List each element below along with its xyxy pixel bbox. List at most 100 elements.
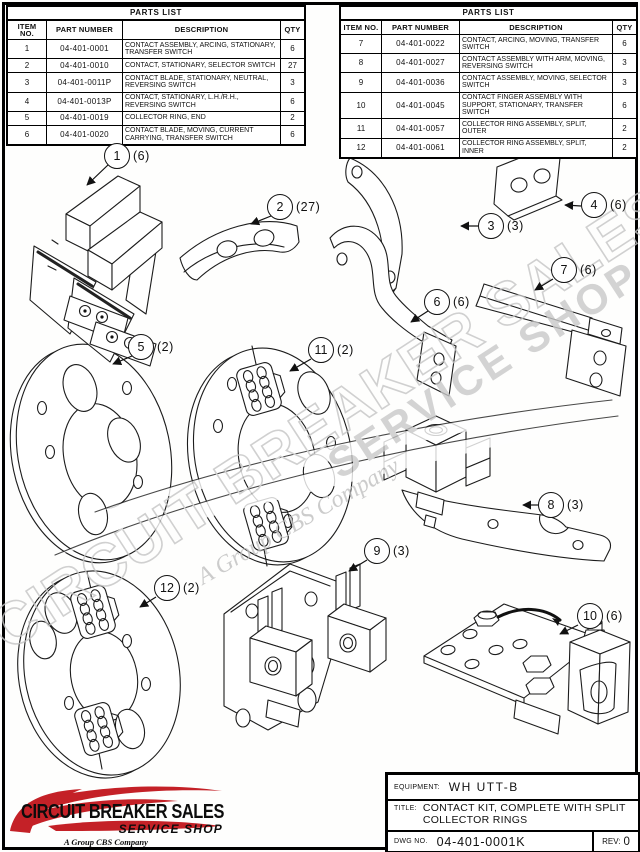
callout-11: 11 (2) <box>308 337 354 363</box>
cell-item-no: 3 <box>24 77 30 87</box>
col-header-qty: QTY <box>612 21 636 34</box>
cell-part-number: 04-401-0019 <box>46 111 122 125</box>
callout-qty: (6) <box>453 295 470 309</box>
cell-description: CONTACT BLADE, STATIONARY, NEUTRAL, REVE… <box>122 73 280 92</box>
title-line-2: COLLECTOR RINGS <box>422 813 528 826</box>
cell-part-number: 04-401-0013P <box>46 92 122 111</box>
callout-2: 2 (27) <box>267 194 320 220</box>
dwg-number: 04-401-0001K <box>436 834 526 849</box>
callout-qty: (2) <box>337 343 354 357</box>
dwg-label: DWG NO. <box>394 838 428 845</box>
part-4-drawing <box>493 147 563 221</box>
cell-qty: 6 <box>280 40 304 59</box>
cell-description: COLLECTOR RING ASSEMBLY, SPLIT, INNER <box>459 138 612 157</box>
logo-subtitle: A Group CBS Company <box>64 837 148 847</box>
title-line-1: CONTACT KIT, COMPLETE WITH SPLIT <box>422 802 626 814</box>
cell-item-no: 5 <box>24 113 30 123</box>
logo-name: CIRCUIT BREAKER SALES <box>21 800 224 823</box>
cell-description: CONTACT ASSEMBLY WITH ARM, MOVING, REVER… <box>459 54 612 73</box>
callout-9: 9 (3) <box>364 538 410 564</box>
callout-qty: (6) <box>580 263 597 277</box>
rev-label: REV: <box>602 837 621 846</box>
part-9-drawing <box>223 563 387 731</box>
cell-item-no: 1 <box>24 44 30 54</box>
cell-part-number: 04-401-0045 <box>381 92 459 119</box>
cell-part-number: 04-401-0036 <box>381 73 459 92</box>
callout-circle: 12 <box>154 575 180 601</box>
table-row: 11 04-401-0057 COLLECTOR RING ASSEMBLY, … <box>341 118 636 138</box>
rev-value: 0 <box>623 835 630 848</box>
dwg-row: DWG NO. 04-401-0001K REV: 0 <box>388 832 638 851</box>
cell-item-no: 12 <box>356 142 366 152</box>
cell-part-number: 04-401-0057 <box>381 119 459 138</box>
cell-description: CONTACT ASSEMBLY, MOVING, SELECTOR SWITC… <box>459 73 612 92</box>
callout-7: 7 (6) <box>551 257 597 283</box>
table-header-row: ITEM NO. PART NUMBER DESCRIPTION QTY <box>8 21 304 40</box>
callout-qty: (6) <box>606 609 623 623</box>
table-row: 7 04-401-0022 CONTACT, ARCING, MOVING, T… <box>341 34 636 54</box>
cell-qty: 27 <box>280 59 304 73</box>
cell-description: CONTACT FINGER ASSEMBLY WITH SUPPORT, ST… <box>459 92 612 119</box>
table-title: PARTS LIST <box>8 7 304 21</box>
col-header-qty: QTY <box>280 21 304 40</box>
cell-part-number: 04-401-0001 <box>46 40 122 59</box>
equipment-label: EQUIPMENT: <box>394 783 440 791</box>
part-2-drawing <box>179 221 300 281</box>
table-header-row: ITEM NO. PART NUMBER DESCRIPTION QTY <box>341 21 636 34</box>
table-row: 2 04-401-0010 CONTACT, STATIONARY, SELEC… <box>8 58 304 73</box>
cell-item-no: 6 <box>24 130 30 140</box>
title-value: CONTACT KIT, COMPLETE WITH SPLIT COLLECT… <box>422 802 626 826</box>
callout-circle: 8 <box>538 492 564 518</box>
callout-circle: 9 <box>364 538 390 564</box>
table-row: 4 04-401-0013P CONTACT, STATIONARY, L.H.… <box>8 91 304 111</box>
callout-qty: (6) <box>133 149 150 163</box>
parts-table-right: PARTS LIST ITEM NO. PART NUMBER DESCRIPT… <box>339 5 638 159</box>
cell-part-number: 04-401-0011P <box>46 73 122 92</box>
callout-circle: 2 <box>267 194 293 220</box>
table-row: 10 04-401-0045 CONTACT FINGER ASSEMBLY W… <box>341 91 636 119</box>
cell-description: CONTACT ASSEMBLY, ARCING, STATIONARY, TR… <box>122 40 280 59</box>
callout-circle: 10 <box>577 603 603 629</box>
callout-qty: (27) <box>296 200 321 214</box>
cell-qty: 3 <box>612 54 636 73</box>
cell-description: CONTACT, ARCING, MOVING, TRANSFER SWITCH <box>459 35 612 54</box>
part-5-drawing <box>9 343 173 564</box>
table-row: 1 04-401-0001 CONTACT ASSEMBLY, ARCING, … <box>8 39 304 59</box>
table-row: 8 04-401-0027 CONTACT ASSEMBLY WITH ARM,… <box>341 53 636 73</box>
cell-qty: 2 <box>280 111 304 125</box>
cell-qty: 2 <box>612 119 636 138</box>
callout-1: 1 (6) <box>104 143 150 169</box>
cell-qty: 3 <box>612 73 636 92</box>
rev-cell: REV: 0 <box>594 832 638 851</box>
title-label: TITLE: <box>394 805 417 812</box>
callout-circle: 1 <box>104 143 130 169</box>
cell-qty: 2 <box>612 138 636 157</box>
callout-qty: (2) <box>157 340 174 354</box>
callout-8: 8 (3) <box>538 492 584 518</box>
callout-circle: 3 <box>478 213 504 239</box>
callout-12: 12 (2) <box>154 575 200 601</box>
cell-item-no: 7 <box>358 39 364 49</box>
cell-item-no: 4 <box>24 96 30 106</box>
table-row: 12 04-401-0061 COLLECTOR RING ASSEMBLY, … <box>341 137 636 157</box>
logo-swoosh <box>10 786 222 833</box>
cell-qty: 6 <box>280 92 304 111</box>
cell-item-no: 2 <box>24 61 30 71</box>
col-header-part-number: PART NUMBER <box>46 21 122 40</box>
callout-circle: 6 <box>424 289 450 315</box>
cell-part-number: 04-401-0020 <box>46 125 122 144</box>
cell-qty: 6 <box>280 125 304 144</box>
callout-4: 4 (6) <box>581 192 627 218</box>
part-10-drawing <box>423 603 631 735</box>
table-row: 6 04-401-0020 CONTACT BLADE, MOVING, CUR… <box>8 124 304 144</box>
cell-item-no: 11 <box>356 123 366 133</box>
cell-part-number: 04-401-0010 <box>46 59 122 73</box>
callout-3: 3 (3) <box>478 213 524 239</box>
callout-qty: (2) <box>183 581 200 595</box>
callout-qty: (3) <box>393 544 410 558</box>
cell-description: CONTACT, STATIONARY, L.H./R.H., REVERSIN… <box>122 92 280 111</box>
part-7-drawing <box>475 283 627 397</box>
title-block: EQUIPMENT: WH UTT-B TITLE: CONTACT KIT, … <box>385 772 640 852</box>
equipment-value: WH UTT-B <box>448 780 519 794</box>
